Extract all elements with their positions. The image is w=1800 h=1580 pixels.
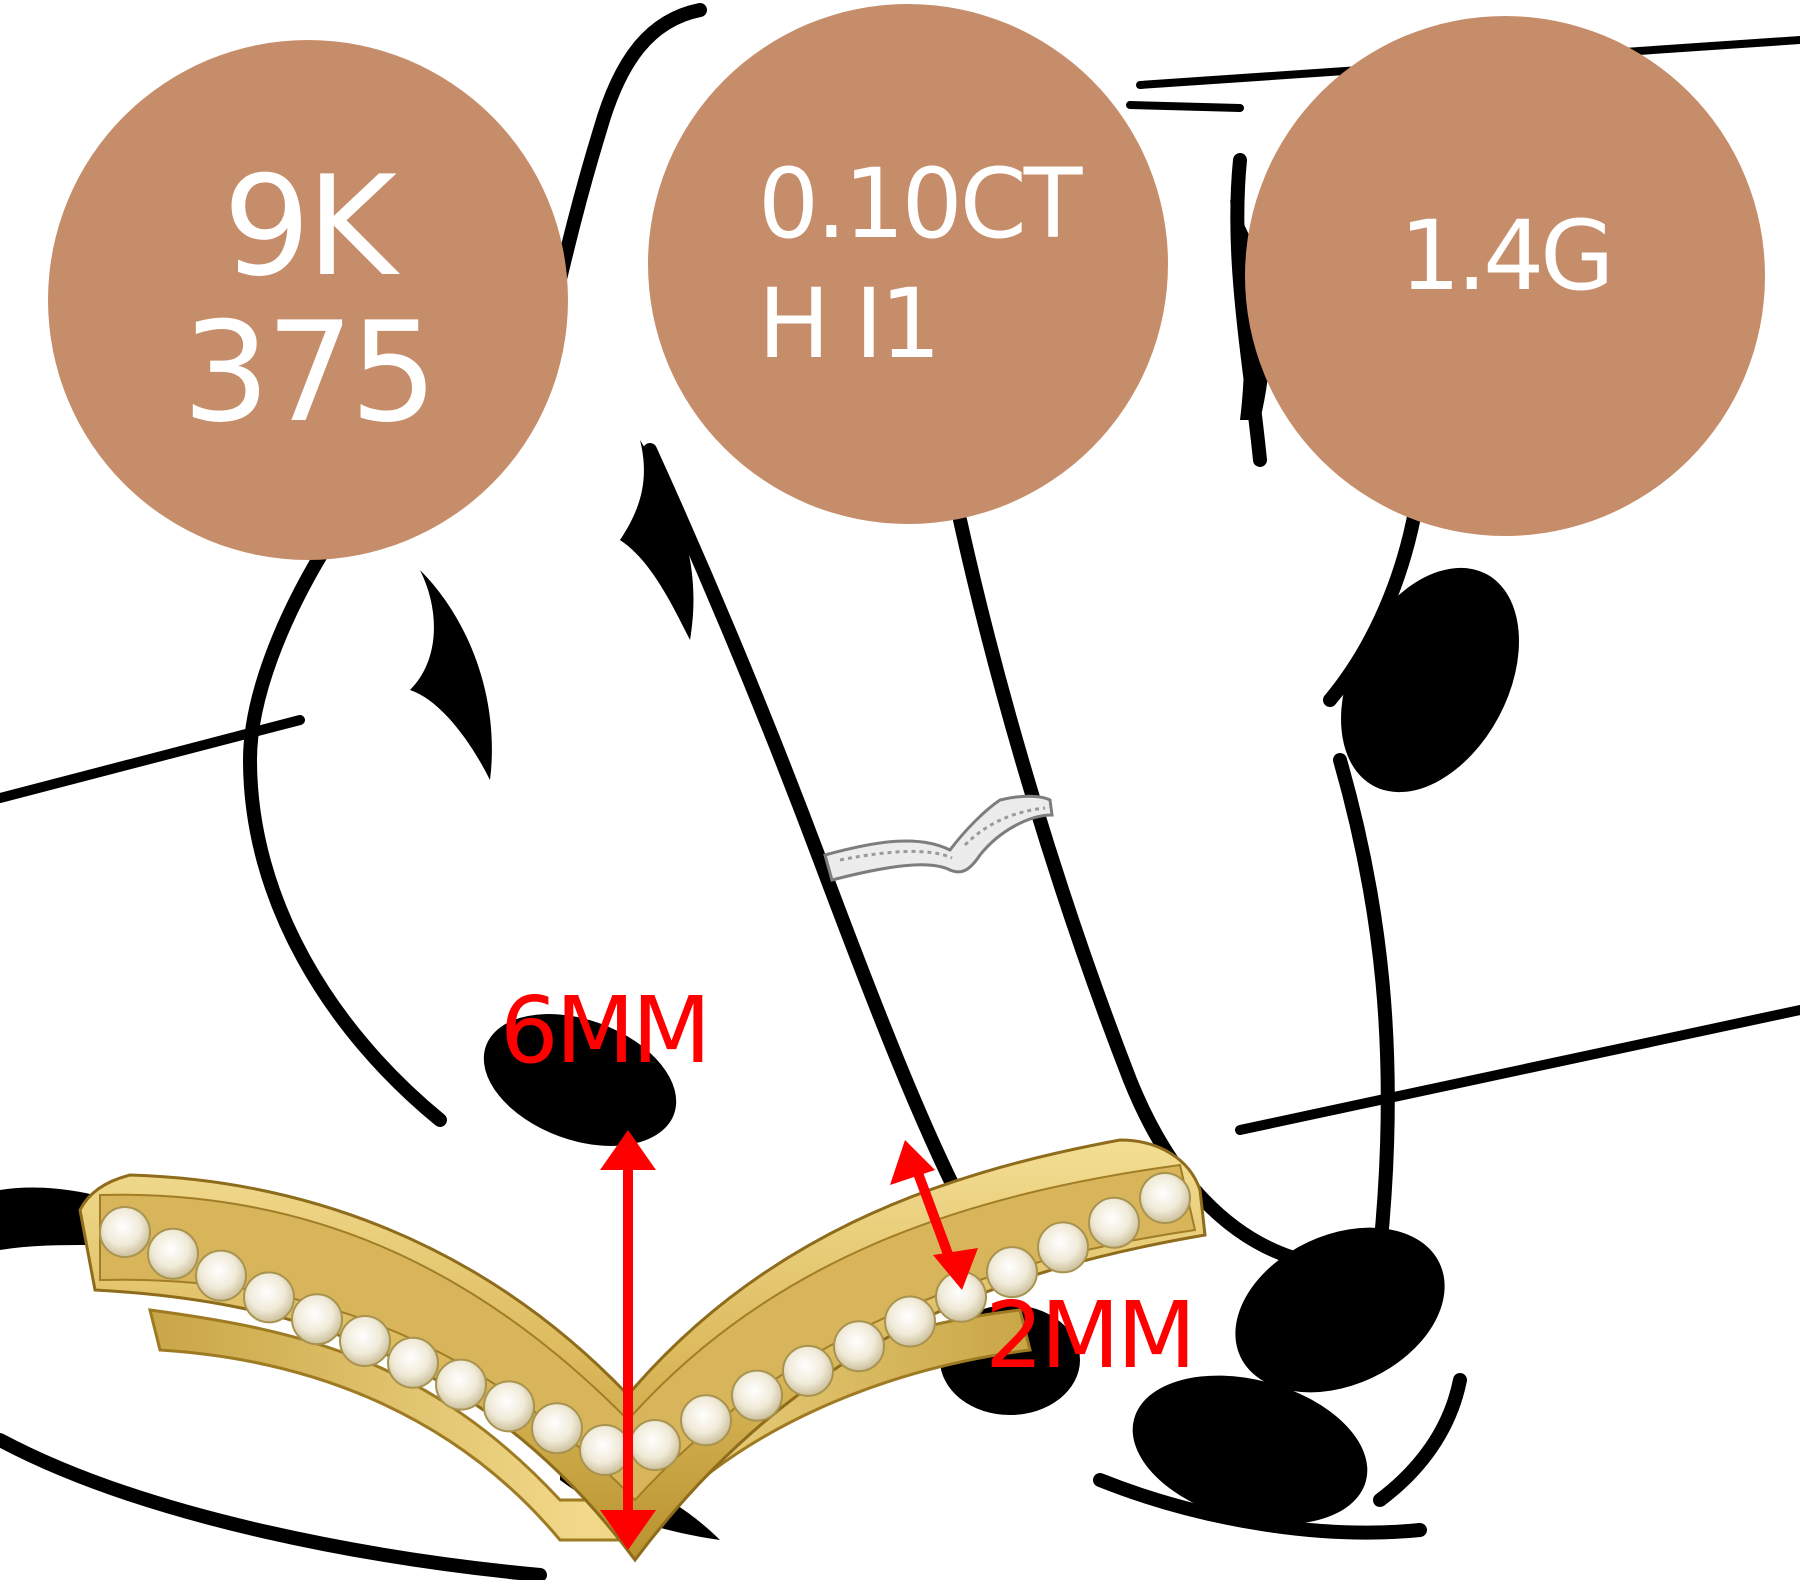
diamond-stone <box>680 1394 732 1447</box>
metal-hallmark: 375 <box>182 292 437 453</box>
height-arrow-icon <box>600 1130 656 1550</box>
diamond-stone <box>339 1315 391 1367</box>
diamond-stone <box>986 1246 1038 1299</box>
diamond-stone <box>782 1344 834 1397</box>
diamond-stone <box>531 1402 583 1455</box>
diamond-stone <box>1139 1172 1191 1224</box>
weight-value: 1.4G <box>1399 200 1614 312</box>
diamond-stone <box>731 1369 783 1422</box>
diamond-stone <box>435 1358 487 1411</box>
diamond-stone <box>195 1249 247 1302</box>
diamond-stone <box>99 1206 151 1258</box>
diamond-stone <box>833 1320 885 1373</box>
diamond-stone <box>629 1419 681 1471</box>
diamond-stone <box>579 1424 631 1476</box>
diamond-stone <box>243 1271 295 1324</box>
color-clarity: H I1 <box>758 268 941 380</box>
diamond-stone <box>291 1293 343 1346</box>
diamond-stone <box>1088 1196 1140 1249</box>
diamond-stone <box>147 1227 199 1280</box>
carat-weight: 0.10CT <box>758 148 1082 260</box>
ring-diamonds <box>99 1172 1191 1476</box>
diamond-stone <box>483 1380 535 1433</box>
metal-purity-badge: 9K 375 <box>48 40 568 560</box>
metal-karat: 9K <box>222 146 397 307</box>
diamond-stone <box>884 1295 936 1348</box>
diamond-stone <box>387 1336 439 1389</box>
diamond-spec-badge: 0.10CT H I1 <box>648 4 1168 524</box>
height-label: 6MM <box>500 977 711 1084</box>
diamond-stone <box>1037 1221 1089 1274</box>
width-label: 2MM <box>985 1282 1196 1389</box>
width-arrow-icon <box>890 1140 978 1290</box>
small-ring-on-finger <box>823 794 1054 882</box>
gold-weight-badge: 1.4G <box>1245 16 1765 536</box>
